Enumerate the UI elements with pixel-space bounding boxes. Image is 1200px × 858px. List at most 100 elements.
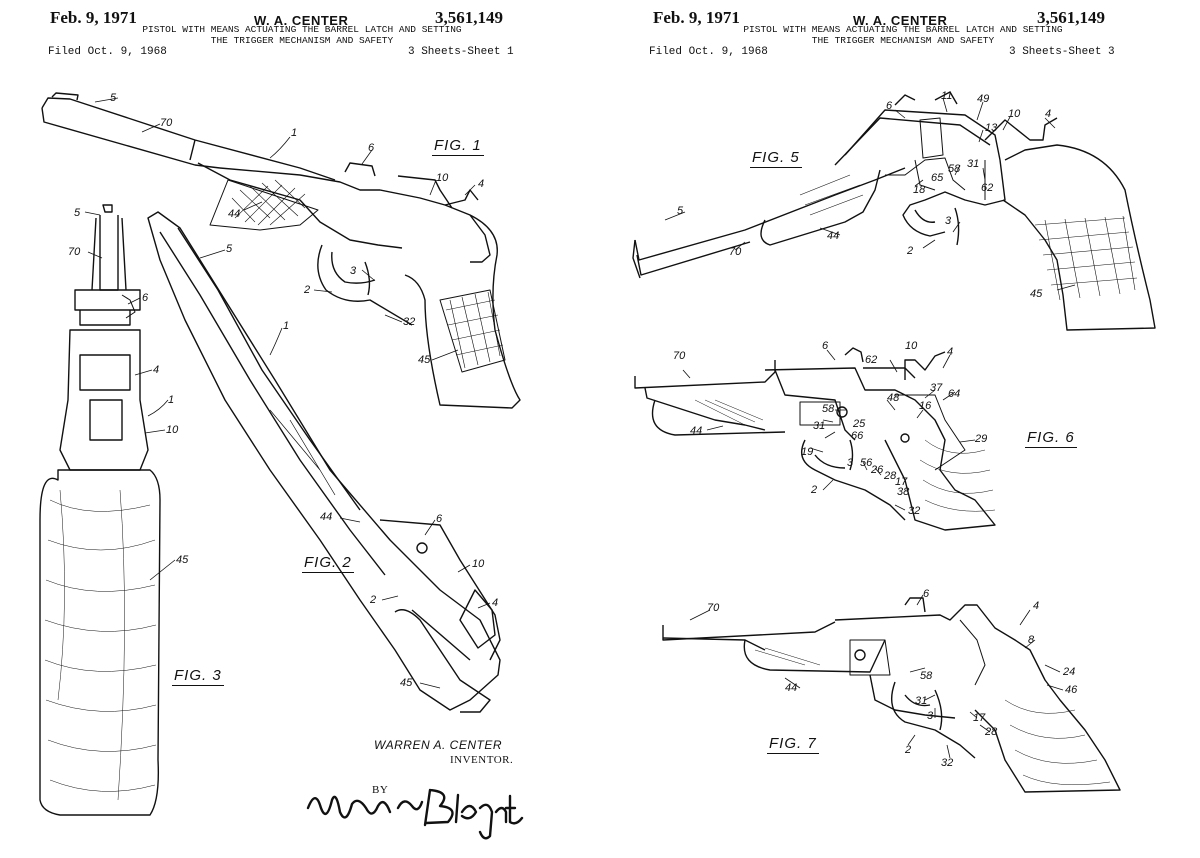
header-date: Feb. 9, 1971	[50, 8, 137, 27]
ref-label: 3	[945, 215, 952, 227]
ref-label: 24	[1063, 666, 1076, 678]
header-inventor: W. A. CENTER	[853, 13, 948, 28]
ref-label: 32	[941, 757, 954, 769]
header-title-line2: THE TRIGGER MECHANISM AND SAFETY	[210, 35, 394, 46]
ref-label: 44	[785, 682, 798, 694]
fig-1-label: FIG. 1	[432, 137, 484, 156]
patent-sheet-1: Feb. 9, 1971 W. A. CENTER 3,561,149 PIST…	[0, 0, 590, 858]
ref-label: 6	[436, 513, 443, 525]
ref-label: 5	[110, 92, 117, 104]
ref-label: 4	[478, 178, 485, 190]
fig6-drawing	[634, 347, 996, 531]
ref-label: 70	[707, 602, 720, 614]
ref-label: 4	[1033, 600, 1040, 612]
ref-label: 6	[368, 142, 375, 154]
ref-label: 46	[1065, 684, 1078, 696]
ref-label: 5	[677, 205, 684, 217]
ref-label: 10	[166, 424, 179, 436]
ref-label: 3	[927, 710, 934, 722]
ref-label: 6	[822, 340, 829, 352]
ref-label: 62	[865, 354, 878, 366]
ref-label: 58	[920, 670, 933, 682]
fig6-grip-texture	[694, 399, 996, 512]
ref-label: 10	[436, 172, 449, 184]
ref-label: 6	[142, 292, 149, 304]
ref-label: 31	[813, 420, 826, 432]
header-patent-number: 3,561,149	[435, 8, 503, 27]
fig-2-label: FIG. 2	[302, 554, 354, 573]
fig-5-label: FIG. 5	[750, 149, 802, 168]
ref-label: 18	[913, 184, 926, 196]
ref-label: 45	[400, 677, 413, 689]
header-filed: Filed Oct. 9, 1968	[48, 46, 167, 58]
ref-label: 5	[74, 207, 81, 219]
patent-drawing-sheet-3	[632, 91, 1156, 793]
ref-label: 4	[153, 364, 160, 376]
ref-label: 44	[827, 230, 840, 242]
header-title-line1: PISTOL WITH MEANS ACTUATING THE BARREL L…	[743, 24, 1063, 35]
header-patent-number: 3,561,149	[1037, 8, 1105, 27]
ref-label: 31	[915, 695, 928, 707]
ref-label: 4	[1045, 108, 1052, 120]
ref-label: 44	[690, 425, 703, 437]
ref-label: 45	[1030, 288, 1043, 300]
fig2-drawing	[147, 211, 501, 713]
header-title: PISTOL WITH MEANS ACTUATING THE BARREL L…	[122, 24, 482, 46]
ref-label: 38	[897, 486, 910, 498]
ref-label: 11	[941, 90, 953, 102]
ref-label: 4	[947, 346, 954, 358]
ref-label: 56	[860, 457, 873, 469]
ref-label: 28	[985, 726, 998, 738]
ref-label: 37	[930, 382, 943, 394]
ref-label: 1	[283, 320, 290, 332]
ref-label: 6	[886, 100, 893, 112]
ref-label: 25	[853, 418, 866, 430]
header-sheet-info: 3 Sheets-Sheet 3	[1009, 46, 1115, 58]
ref-label: 32	[403, 316, 416, 328]
inventor-role: INVENTOR.	[450, 754, 514, 766]
fig7-grip-texture	[754, 647, 1111, 785]
ref-label: 70	[673, 350, 686, 362]
ref-label: 66	[851, 430, 864, 442]
ref-label: 62	[981, 182, 994, 194]
header-sheet-info: 3 Sheets-Sheet 1	[408, 46, 514, 58]
ref-label: 64	[948, 388, 961, 400]
ref-label: 2	[905, 744, 912, 756]
attorney-signature-drawing	[306, 788, 524, 840]
ref-label: 49	[977, 93, 990, 105]
ref-label: 3	[350, 265, 357, 277]
header-inventor: W. A. CENTER	[254, 13, 349, 28]
ref-label: 10	[1008, 108, 1021, 120]
ref-label: 17	[895, 476, 908, 488]
ref-label: 58	[822, 403, 835, 415]
header-filed: Filed Oct. 9, 1968	[649, 46, 768, 58]
ref-label: 8	[1028, 634, 1035, 646]
ref-label: 70	[68, 246, 81, 258]
by-label: BY	[372, 784, 389, 796]
ref-label: 1	[291, 127, 298, 139]
ref-label: 65	[931, 172, 944, 184]
ref-label: 19	[801, 446, 814, 458]
fig7-drawing	[662, 597, 1121, 793]
ref-label: 58	[948, 163, 961, 175]
ref-label: 17	[973, 712, 986, 724]
ref-label: 45	[176, 554, 189, 566]
inventor-name: WARREN A. CENTER	[374, 738, 503, 752]
header-title-line1: PISTOL WITH MEANS ACTUATING THE BARREL L…	[142, 24, 462, 35]
ref-label: 4	[492, 597, 499, 609]
ref-label: 2	[304, 284, 311, 296]
ref-label: 2	[370, 594, 377, 606]
ref-label: 3	[847, 457, 854, 469]
ref-label: 10	[905, 340, 918, 352]
ref-label: 44	[228, 208, 241, 220]
ref-label: 45	[418, 354, 431, 366]
ref-label: 29	[975, 433, 988, 445]
fig3-grip-texture	[44, 489, 157, 801]
ref-label: 70	[160, 117, 173, 129]
header-date: Feb. 9, 1971	[653, 8, 740, 27]
ref-label: 31	[967, 158, 980, 170]
ref-label: 48	[887, 392, 900, 404]
fig1-checkering	[231, 179, 504, 369]
fig-3-label: FIG. 3	[172, 667, 224, 686]
leader-lines-sheet-1	[84, 97, 491, 689]
